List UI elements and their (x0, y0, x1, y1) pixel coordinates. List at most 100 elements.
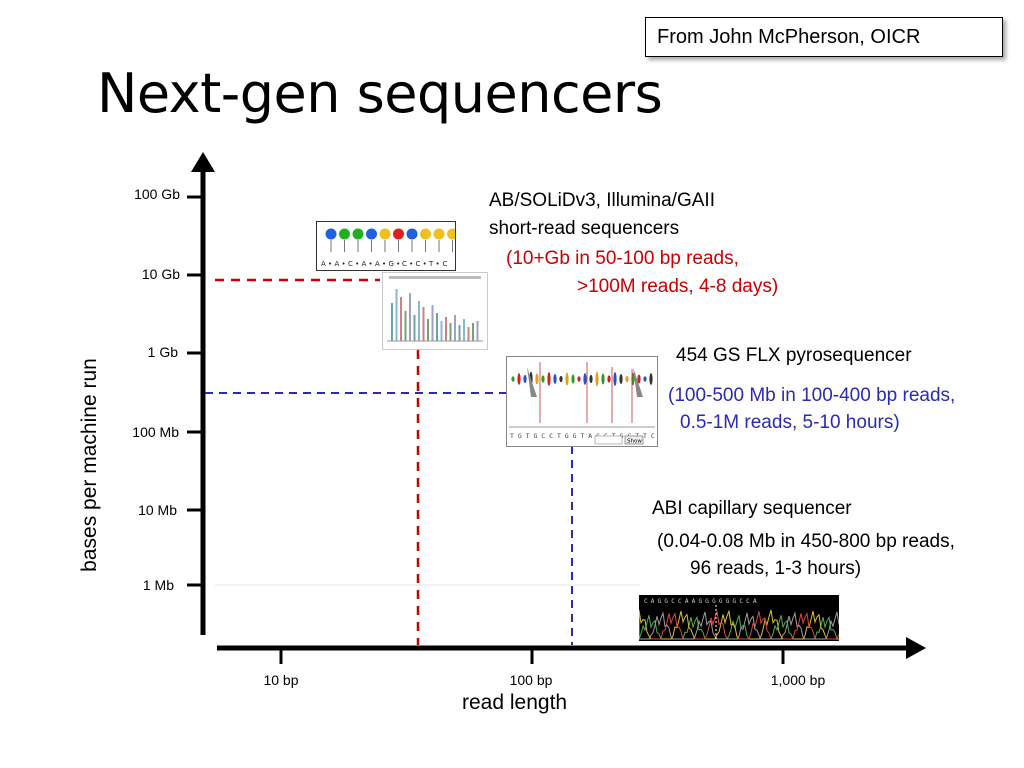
solid-bead (352, 228, 364, 240)
credit-box: From John McPherson, OICR (645, 17, 1003, 57)
capillary-chromatogram-graphic: CAGGCCAAGGGGGGCCA (639, 598, 839, 641)
illumina-bar (418, 301, 420, 341)
pyro-shade (633, 367, 643, 397)
pyro-peak (559, 375, 563, 383)
illumina-bar (472, 323, 474, 341)
pyro-peak (613, 372, 617, 386)
short-read-detail-line2: >100M reads, 4-8 days) (577, 276, 779, 297)
pyro-peak (571, 374, 575, 384)
illumina-bar (458, 325, 461, 341)
solid-base-letter: A • (362, 260, 373, 268)
solid-base-letter: C • (416, 260, 427, 268)
pyro-peak (535, 373, 539, 385)
pyrosequencer-trace-graphic: T G T G C C T G G T A G C T G C T T C G … (509, 362, 657, 445)
capillary-chromatogram-thumbnail: CAGGCCAAGGGGGGCCA (639, 595, 839, 641)
solid-base-letter: G • (389, 260, 401, 268)
page-title: Next-gen sequencers (97, 62, 663, 125)
illumina-bar (463, 319, 465, 341)
solid-bead (325, 228, 337, 240)
solid-bead (366, 228, 377, 240)
pyro-peak (601, 373, 605, 385)
illumina-bar (422, 307, 425, 341)
y-ticks (187, 195, 203, 587)
pyro-peak (511, 376, 515, 382)
x-axis-arrow-icon (906, 637, 926, 659)
illumina-bar (440, 321, 443, 341)
x-axis-title: read length (462, 691, 568, 714)
pyro-peak (643, 376, 647, 382)
pyro-peak (553, 374, 557, 384)
illumina-bar (445, 317, 447, 341)
solid-bead (379, 228, 391, 240)
pyro-shade (527, 367, 537, 397)
solid-base-letter: A • (335, 260, 346, 268)
illumina-trace-thumbnail (382, 272, 488, 350)
x-tick-label-1000bp: 1,000 bp (770, 672, 826, 688)
illumina-trace-graphic (387, 276, 483, 342)
solid-bead (433, 228, 445, 240)
illumina-bar (404, 311, 407, 341)
illumina-bar (400, 297, 402, 341)
solid-base-letter: C • (402, 260, 413, 268)
pyro-peak (517, 373, 521, 385)
y-tick-label-10gb: 10 Gb (141, 266, 180, 282)
illumina-bar (431, 305, 434, 341)
solid-base-letter: A • (321, 260, 332, 268)
solid-bead (420, 228, 431, 240)
solid-base-letter: T • (428, 260, 440, 268)
solid-colorspace-graphic: A •A •C •A •A •G •C •C •T •C (321, 228, 455, 268)
illumina-bar (449, 323, 452, 341)
solid-base-letter: A • (375, 260, 386, 268)
short-read-label-line2: short-read sequencers (489, 218, 680, 239)
pyro-peak (547, 372, 551, 386)
y-tick-label-100mb: 100 Mb (132, 424, 179, 440)
pyro-label: 454 GS FLX pyrosequencer (676, 345, 912, 366)
y-tick-label-100gb: 100 Gb (134, 186, 180, 202)
solid-colorspace-thumbnail: A •A •C •A •A •G •C •C •T •C (316, 221, 456, 271)
abi-detail-line1: (0.04-0.08 Mb in 450-800 bp reads, (657, 531, 955, 552)
pyro-peak (589, 374, 593, 384)
solid-base-letter: C (443, 260, 448, 268)
x-tick-label-100bp: 100 bp (509, 672, 553, 688)
pyro-peak (565, 372, 569, 386)
pyro-peak (607, 375, 611, 383)
y-tick-label-10mb: 10 Mb (138, 502, 177, 518)
pyrosequencer-trace-thumbnail: T G T G C C T G G T A G C T G C T T C G … (506, 356, 658, 447)
x-ticks (279, 648, 785, 664)
x-tick-label-10bp: 10 bp (263, 672, 299, 688)
pyro-peak (637, 374, 641, 384)
pyro-peak (583, 373, 587, 385)
pyro-peak (619, 374, 623, 384)
short-read-label-line1: AB/SOLiDv3, Illumina/GAII (489, 190, 715, 211)
pyro-peak (595, 371, 599, 387)
illumina-bar (427, 319, 429, 341)
y-tick-label-1mb: 1 Mb (142, 577, 174, 593)
illumina-bar (454, 315, 456, 341)
illumina-bar (413, 315, 416, 341)
solid-bead (447, 228, 455, 240)
pyro-peak (541, 375, 545, 383)
y-axis-arrow-icon (191, 152, 215, 172)
credit-text: From John McPherson, OICR (657, 26, 921, 48)
abi-detail-line2: 96 reads, 1-3 hours) (690, 558, 862, 579)
pyro-peak (523, 374, 527, 384)
pyro-show-button-label: Show (627, 439, 642, 445)
pyro-peak (577, 376, 581, 382)
solid-bead (339, 228, 350, 240)
pyro-peak (625, 375, 629, 383)
pyro-detail-line2: 0.5-1M reads, 5-10 hours) (680, 412, 900, 433)
illumina-bar (395, 289, 398, 341)
solid-bead (393, 228, 404, 240)
pyro-detail-line1: (100-500 Mb in 100-400 bp reads, (668, 385, 956, 406)
y-tick-label-1gb: 1 Gb (147, 344, 178, 360)
short-read-detail-line1: (10+Gb in 50-100 bp reads, (506, 248, 739, 269)
capillary-trace (639, 611, 839, 640)
svg-text:CAGGCCAAGGGGGGCCA: CAGGCCAAGGGGGGCCA (644, 598, 760, 605)
svg-text:T G T G C C T G G T A G C T G: T G T G C C T G G T A G C T G C T T C G … (510, 432, 657, 440)
solid-base-letter: C • (348, 260, 359, 268)
solid-bead (406, 228, 418, 240)
illumina-bar (409, 293, 411, 341)
pyro-peak (649, 373, 653, 385)
illumina-bar (391, 303, 393, 341)
